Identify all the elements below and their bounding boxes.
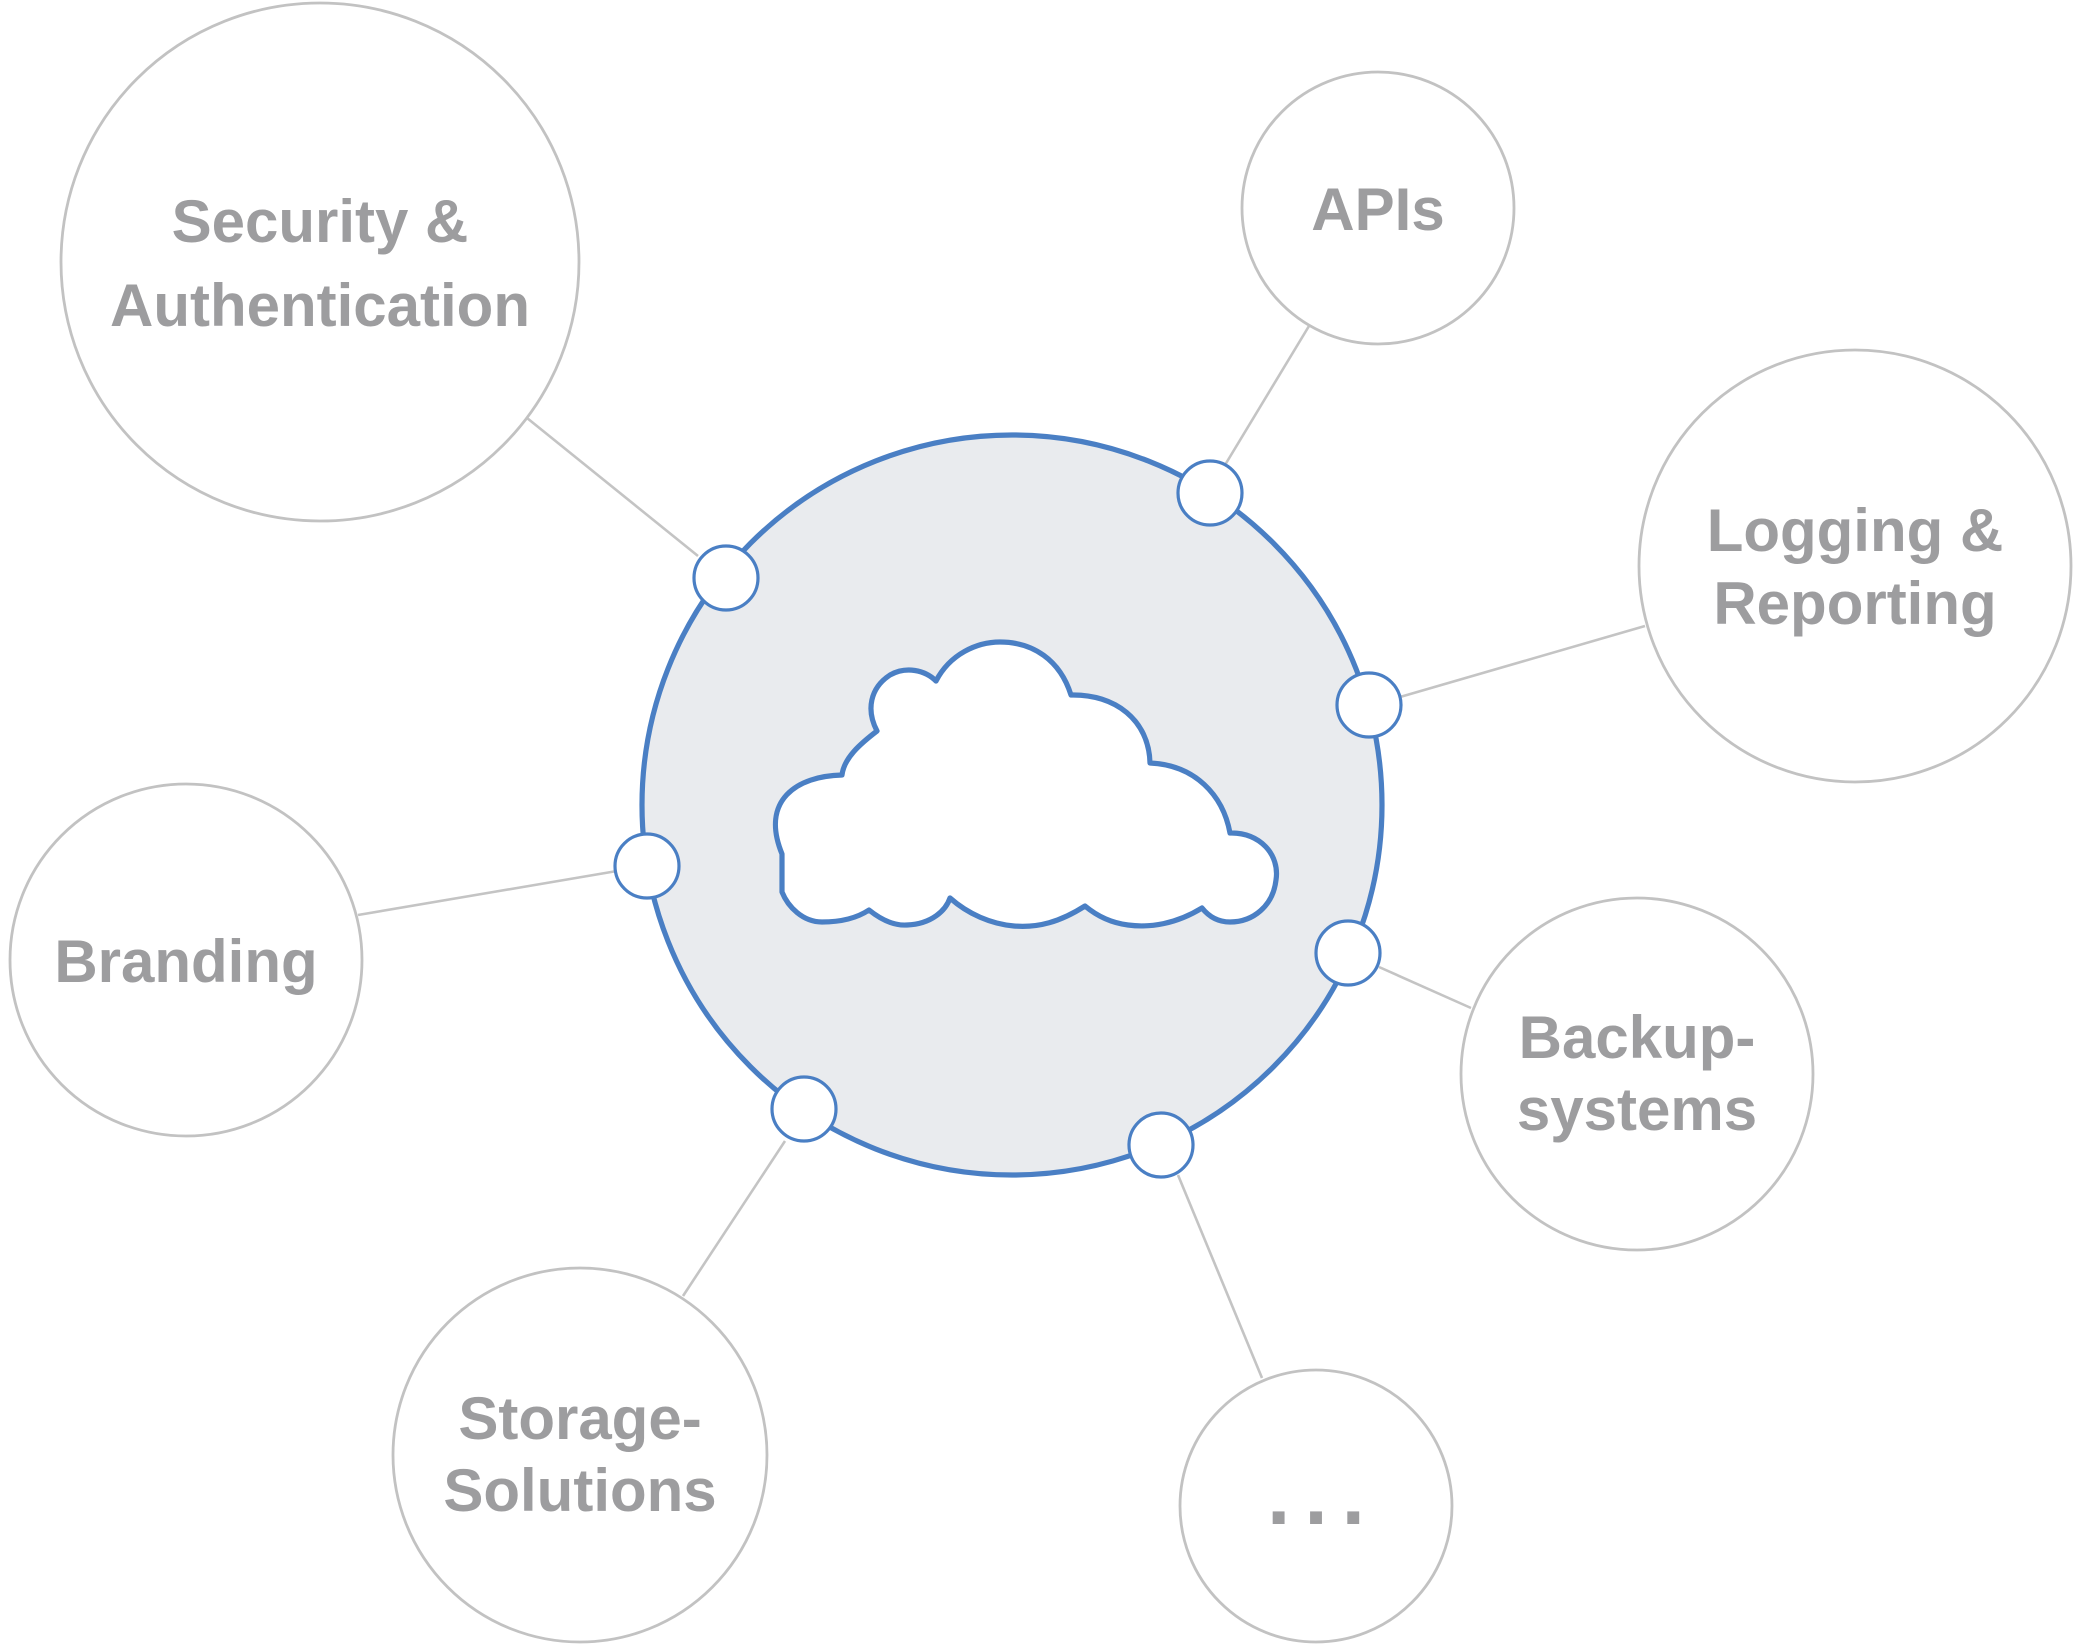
port-branding[interactable] [613,832,681,900]
connector-apis [1223,325,1311,466]
node-branding[interactable]: Branding [8,782,364,1138]
port-security[interactable] [692,544,760,612]
node-more-label: ... [1267,1448,1379,1542]
node-backup-label-2: systems [1517,1076,1757,1143]
port-apis[interactable] [1176,459,1244,527]
node-branding-label: Branding [54,928,317,995]
ports [613,459,1403,1179]
connector-logging [1399,624,1646,699]
node-more[interactable]: ... [1178,1368,1454,1644]
port-storage[interactable] [770,1075,838,1143]
node-apis-label: APIs [1311,176,1444,243]
node-backup-label: Backup- [1519,1004,1756,1071]
nodes: Security & Authentication APIs Logging &… [8,1,2073,1644]
node-logging-circle [1637,348,2073,784]
port-more[interactable] [1127,1111,1195,1179]
node-logging[interactable]: Logging & Reporting [1637,348,2073,784]
connectors [357,325,1646,1379]
connector-branding [357,869,618,917]
connector-backup [1378,965,1472,1010]
node-backup-circle [1459,896,1815,1252]
node-apis-circle [1240,70,1516,346]
node-security-circle [59,1,581,523]
node-security[interactable]: Security & Authentication [59,1,581,523]
node-storage-circle [391,1266,769,1644]
node-security-label: Security & [172,188,469,255]
port-logging[interactable] [1335,671,1403,739]
hub [639,432,1385,1178]
node-storage-label: Storage- [458,1385,701,1452]
connector-security [526,416,699,558]
node-backup[interactable]: Backup- systems [1459,896,1815,1252]
cloud-icon [772,639,1280,929]
connector-more [1176,1174,1264,1379]
node-logging-label: Logging & [1707,497,2004,564]
node-storage-label-2: Solutions [443,1457,716,1524]
port-backup[interactable] [1314,919,1382,987]
node-security-label-2: Authentication [110,272,530,339]
node-apis[interactable]: APIs [1240,70,1516,346]
node-branding-circle [8,782,364,1138]
node-logging-label-2: Reporting [1713,570,1996,637]
connector-storage [681,1140,787,1297]
node-more-circle [1178,1368,1454,1644]
node-storage[interactable]: Storage- Solutions [391,1266,769,1644]
